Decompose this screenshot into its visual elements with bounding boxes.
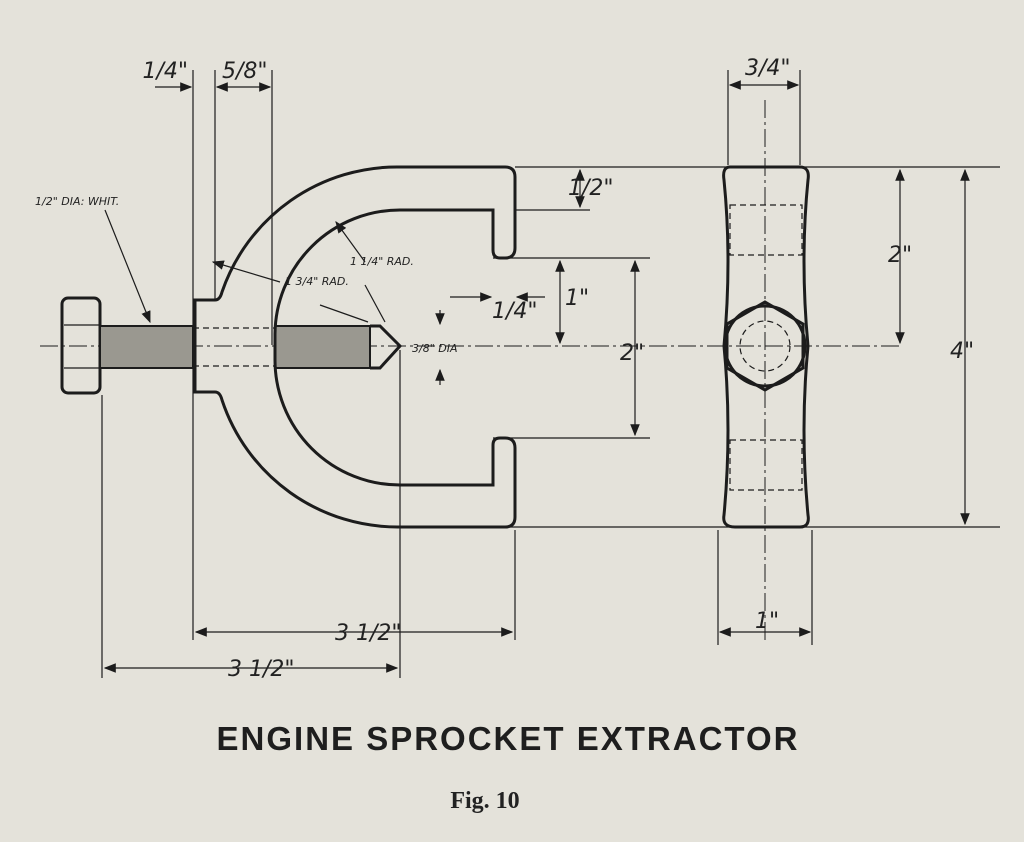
dim-jaw-gap-half: 1" <box>565 286 589 311</box>
dim-arm-width: 5/8" <box>222 59 268 84</box>
dim-side-height-inner: 2" <box>888 243 912 268</box>
side-view <box>722 100 810 640</box>
dim-bolt: 1/2" DIA: WHIT. <box>35 195 119 208</box>
dim-outer-radius: 1 3/4" RAD. <box>285 275 349 288</box>
dim-jaw-gap: 2" <box>620 341 644 366</box>
extractor-body <box>193 165 517 529</box>
dim-lip-depth: 1/4" <box>492 299 538 324</box>
drawing-title: ENGINE SPROCKET EXTRACTOR <box>216 720 800 757</box>
dim-bolt-length: 3 1/2" <box>228 657 295 682</box>
dim-body-length: 3 1/2" <box>335 621 402 646</box>
dim-lip-thickness: 1/2" <box>568 176 614 201</box>
dim-point-dia: 3/8" DIA <box>412 342 458 355</box>
bolt-thread <box>99 324 403 370</box>
figure-number: Fig. 10 <box>450 788 520 814</box>
dim-side-width-bottom: 1" <box>755 609 779 634</box>
dim-boss-width: 1/4" <box>142 59 188 84</box>
dim-side-width-top: 3/4" <box>745 56 791 81</box>
dim-overall-height: 4" <box>950 339 974 364</box>
dimension-lines <box>101 70 1000 678</box>
dim-inner-radius: 1 1/4" RAD. <box>350 255 414 268</box>
